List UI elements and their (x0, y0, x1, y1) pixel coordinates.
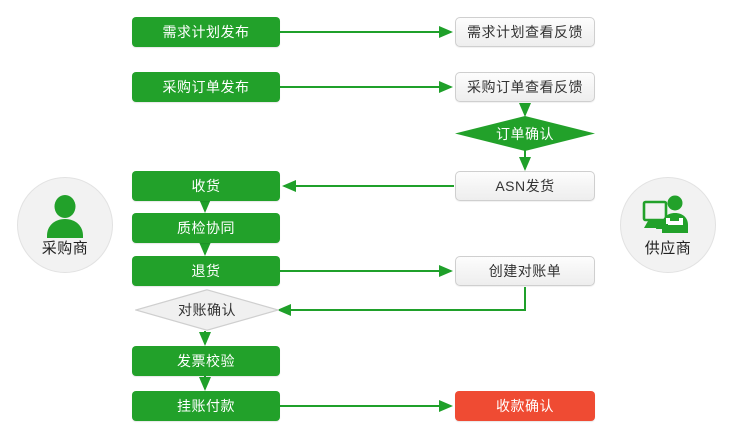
node-order-confirm-label: 订单确认 (496, 125, 554, 142)
node-asn-ship[interactable]: ASN发货 (455, 171, 595, 201)
node-payment-posting[interactable]: 挂账付款 (132, 391, 280, 421)
node-quality-collab[interactable]: 质检协同 (132, 213, 280, 243)
node-receipt-confirm[interactable]: 收款确认 (455, 391, 595, 421)
role-buyer[interactable]: 采购商 (17, 177, 113, 273)
role-buyer-label: 采购商 (41, 240, 89, 257)
role-supplier-label: 供应商 (644, 240, 692, 257)
edge-create-statement-to-statement-confirm (277, 287, 526, 316)
node-demand-plan-feedback-label: 需求计划查看反馈 (467, 24, 583, 40)
node-invoice-verify[interactable]: 发票校验 (132, 346, 280, 376)
person-icon (47, 195, 83, 238)
node-order-confirm[interactable]: 订单确认 (455, 116, 595, 151)
node-goods-receipt-label: 收货 (191, 178, 221, 194)
node-quality-collab-label: 质检协同 (177, 220, 235, 236)
node-create-statement-label: 创建对账单 (488, 263, 562, 279)
node-statement-confirm-label: 对账确认 (178, 302, 236, 318)
node-po-publish-label: 采购订单发布 (162, 79, 250, 95)
node-po-feedback[interactable]: 采购订单查看反馈 (455, 72, 595, 102)
node-goods-receipt[interactable]: 收货 (132, 171, 280, 201)
node-return-goods-label: 退货 (191, 263, 221, 279)
node-demand-plan-feedback[interactable]: 需求计划查看反馈 (455, 17, 595, 47)
diamond-shape-order-confirm (455, 116, 595, 151)
person-at-computer-icon (642, 195, 688, 233)
role-supplier[interactable]: 供应商 (620, 177, 716, 273)
node-po-publish[interactable]: 采购订单发布 (132, 72, 280, 102)
node-statement-confirm[interactable]: 对账确认 (135, 289, 279, 331)
node-po-feedback-label: 采购订单查看反馈 (467, 79, 583, 95)
diamond-shape-statement-confirm (135, 289, 279, 331)
node-asn-ship-label: ASN发货 (495, 178, 555, 194)
node-invoice-verify-label: 发票校验 (177, 353, 235, 369)
node-receipt-confirm-label: 收款确认 (496, 398, 554, 414)
node-demand-plan-publish-label: 需求计划发布 (162, 24, 250, 40)
node-payment-posting-label: 挂账付款 (177, 398, 235, 414)
node-return-goods[interactable]: 退货 (132, 256, 280, 286)
node-demand-plan-publish[interactable]: 需求计划发布 (132, 17, 280, 47)
node-create-statement[interactable]: 创建对账单 (455, 256, 595, 286)
